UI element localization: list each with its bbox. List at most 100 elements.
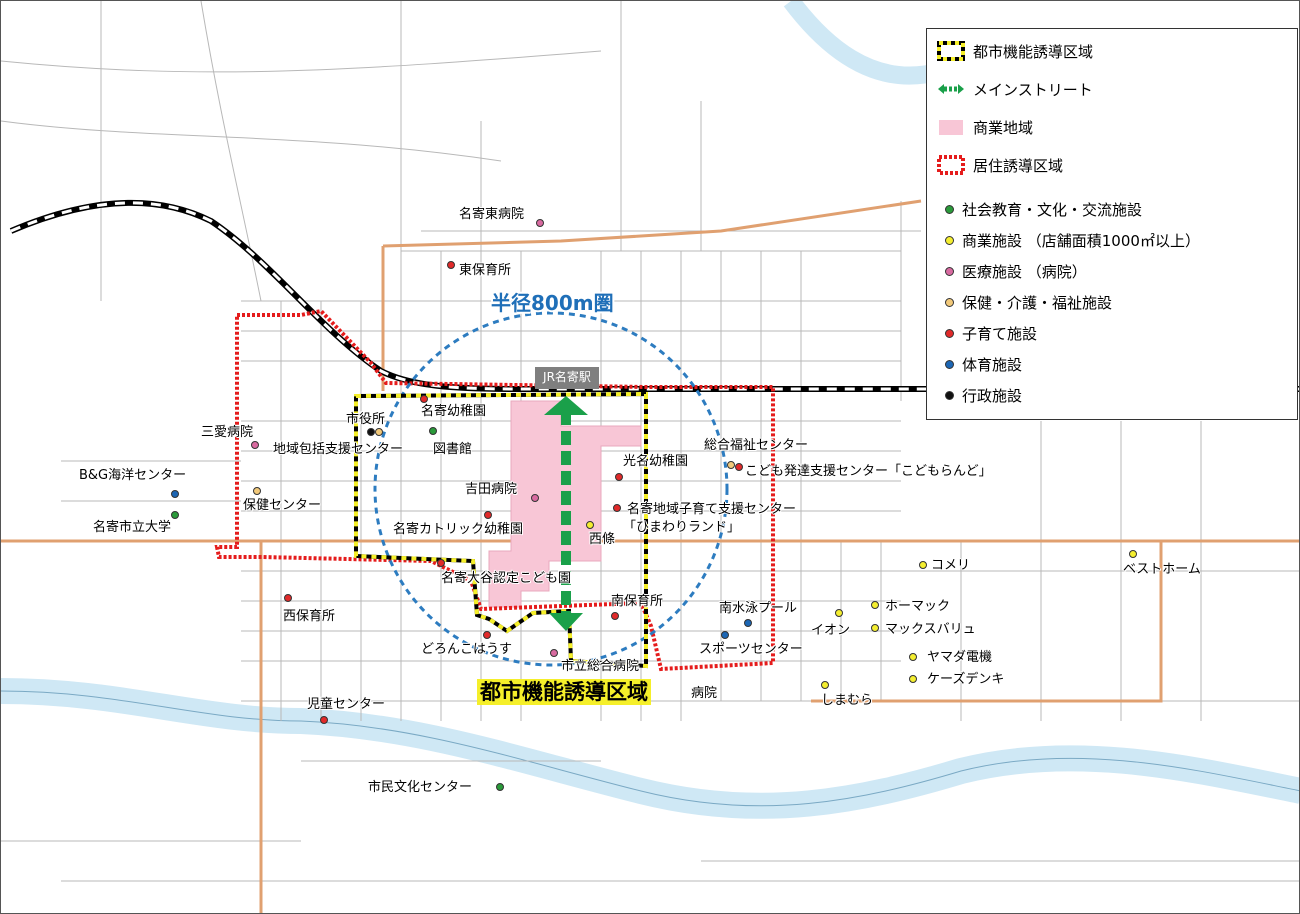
facility-marker (550, 649, 558, 657)
facility-marker (871, 624, 879, 632)
facility-marker (615, 473, 623, 481)
legend-label: 医療施設 （病院） (962, 262, 1087, 281)
facility-marker (253, 487, 261, 495)
legend-label: 社会教育・文化・交流施設 (962, 200, 1143, 219)
facility-label: 名寄地域子育て支援センター (627, 502, 797, 517)
facility-marker (613, 504, 621, 512)
facility-label: しまむら (821, 693, 874, 708)
facility-label: ヤマダ電機 (927, 650, 993, 665)
facility-label: 南水泳プール (719, 601, 798, 616)
facility-marker (420, 395, 428, 403)
main-street-arrow-north (544, 396, 588, 415)
facility-marker (909, 675, 917, 683)
facility-label: ホーマック (885, 599, 951, 614)
legend-item-commerce: 商業施設 （店舗面積1000㎡以上） (937, 226, 1200, 254)
facility-label: 市民文化センター (368, 780, 473, 795)
facility-marker (496, 783, 504, 791)
legend-label: 居住誘導区域 (973, 156, 1064, 175)
legend-item-culture: 社会教育・文化・交流施設 (937, 195, 1142, 223)
facility-marker (727, 461, 735, 469)
facility-marker (721, 631, 729, 639)
legend-item-sports: 体育施設 (937, 350, 1022, 378)
facility-label: 病院 (691, 686, 718, 701)
legend-label: 都市機能誘導区域 (973, 42, 1094, 61)
facility-marker (871, 601, 879, 609)
facility-label: 光名幼稚園 (623, 454, 689, 469)
facility-marker (447, 261, 455, 269)
facility-label: コメリ (931, 558, 971, 573)
legend-label: 体育施設 (962, 355, 1023, 374)
legend-label: 商業施設 （店舗面積1000㎡以上） (962, 231, 1200, 250)
facility-label: 西保育所 (283, 609, 336, 624)
main-street-swatch (937, 79, 965, 99)
legend-label: 商業地域 (973, 118, 1034, 137)
river-south (1, 678, 1299, 819)
urban-zone-swatch (937, 41, 965, 61)
facility-label: 市立総合病院 (561, 659, 640, 674)
facility-label: 名寄カトリック幼稚園 (393, 522, 524, 537)
residential-swatch (937, 155, 965, 175)
facility-label: 児童センター (307, 697, 386, 712)
trunk-road (1, 199, 1299, 913)
facility-marker (744, 619, 752, 627)
facility-label: 総合福祉センター (704, 438, 809, 453)
facility-marker (586, 521, 594, 529)
facility-label: 名寄大谷認定こども園 (441, 571, 572, 586)
main-street-arrow-south (549, 613, 583, 631)
legend-label: 子育て施設 (962, 324, 1038, 343)
legend-item-main-street: メインストリート (937, 75, 1093, 103)
legend-label: メインストリート (973, 80, 1093, 99)
facility-label: マックスバリュ (885, 622, 976, 637)
facility-label: 三愛病院 (201, 425, 254, 440)
urban-zone-label: 都市機能誘導区域 (477, 679, 651, 705)
facility-label: 東保育所 (459, 263, 512, 278)
legend-label: 保健・介護・福祉施設 (962, 293, 1113, 312)
legend-item-residential: 居住誘導区域 (937, 151, 1063, 179)
commercial-swatch (937, 117, 965, 137)
radius-800m-circle (373, 311, 729, 667)
welfare-dot-icon (945, 297, 954, 307)
facility-label: イオン (811, 623, 851, 638)
admin-dot-icon (945, 390, 954, 400)
facility-label: ベストホーム (1123, 562, 1201, 577)
facility-label: 南保育所 (611, 594, 664, 609)
facility-marker (171, 511, 179, 519)
facility-label: 図書館 (433, 442, 473, 457)
facility-marker (919, 561, 927, 569)
facility-label: 「ひまわりランド」 (623, 520, 741, 535)
facility-label: 名寄東病院 (459, 207, 525, 222)
facility-marker (375, 428, 383, 436)
facility-marker (735, 463, 743, 471)
radius-label: 半径800m圏 (491, 291, 614, 315)
facility-marker (484, 511, 492, 519)
facility-label: 吉田病院 (465, 482, 518, 497)
childcare-dot-icon (945, 328, 954, 338)
facility-label: B&G海洋センター (79, 468, 187, 483)
facility-label: 市役所 (346, 412, 386, 427)
facility-label: こども発達支援センター「こどもらんど」 (745, 464, 992, 479)
facility-label: 保健センター (243, 498, 322, 513)
station-label: JR名寄駅 (535, 367, 599, 389)
facility-marker (536, 219, 544, 227)
facility-marker (835, 609, 843, 617)
residential-zone (214, 308, 775, 672)
legend-item-welfare: 保健・介護・福祉施設 (937, 288, 1112, 316)
facility-marker (611, 612, 619, 620)
facility-label: どろんこはうす (421, 642, 513, 657)
sports-dot-icon (945, 359, 954, 369)
facility-marker (284, 594, 292, 602)
facility-label: 名寄市立大学 (93, 520, 172, 535)
facility-marker (483, 631, 491, 639)
facility-marker (1129, 550, 1137, 558)
facility-marker (320, 716, 328, 724)
facility-label: スポーツセンター (699, 642, 803, 657)
facility-marker (437, 559, 445, 567)
facility-label: ケーズデンキ (927, 672, 1005, 687)
facility-marker (909, 653, 917, 661)
legend-item-commercial: 商業地域 (937, 113, 1033, 141)
facility-marker (821, 681, 829, 689)
facility-marker (429, 427, 437, 435)
medical-dot-icon (945, 266, 954, 276)
